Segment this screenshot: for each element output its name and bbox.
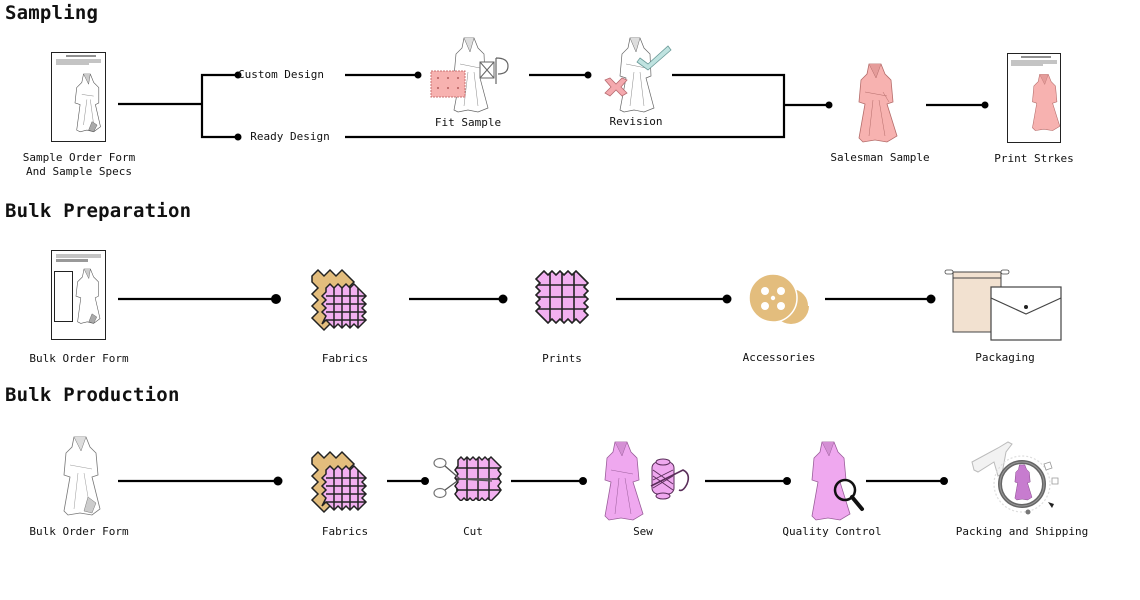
sample-order-form-node[interactable]: [51, 52, 107, 148]
cut-node[interactable]: [432, 455, 506, 505]
bulk-order-form-label: Bulk Order Form: [29, 352, 129, 365]
accessories-node[interactable]: [748, 272, 812, 332]
connector-dot: [825, 101, 833, 109]
bulk-production-order-label: Bulk Order Form: [29, 525, 129, 538]
fabrics-node[interactable]: [308, 266, 376, 336]
custom-design-label[interactable]: Custom Design: [237, 68, 325, 81]
document-dress-sketch-icon: [51, 52, 106, 142]
revision-label: Revision: [609, 115, 663, 128]
sew-label: Sew: [633, 525, 653, 538]
document-dress-sketch-icon: [51, 250, 106, 340]
quality-control-node[interactable]: [810, 440, 870, 526]
dress-magnifier-icon: [811, 441, 864, 521]
salesman-sample-label: Salesman Sample: [830, 151, 930, 164]
sample-order-form-label: Sample Order Form And Sample Specs: [22, 151, 136, 178]
dress-fabric-spool-icon: [430, 37, 509, 113]
connector-dot: [234, 133, 242, 141]
prints-label: Prints: [542, 352, 582, 365]
print-strikes-label: Print Strkes: [994, 152, 1074, 165]
connector-dot: [940, 477, 948, 485]
merge-connector: [345, 73, 786, 139]
connector-dot: [926, 294, 936, 304]
pouch-envelope-icon: [944, 269, 1062, 341]
dress-sketch-icon: [63, 436, 101, 516]
connector-dot: [579, 477, 587, 485]
connector-dot: [584, 71, 592, 79]
packaging-label: Packaging: [975, 351, 1035, 364]
connector-dot: [273, 476, 283, 486]
print-swatch-icon: [534, 269, 590, 325]
fit-sample-node[interactable]: [428, 36, 528, 118]
ready-design-label[interactable]: Ready Design: [250, 130, 330, 143]
fabric-swatches-icon: [310, 268, 368, 332]
bulk-production-order-node[interactable]: [62, 435, 102, 523]
scissors-swatch-icon: [433, 455, 503, 503]
connector-dot: [271, 294, 281, 304]
quality-control-label: Quality Control: [782, 525, 882, 538]
section-title-bulk-preparation: Bulk Preparation: [5, 200, 192, 222]
shipping-clock-icon: [971, 441, 1059, 515]
pink-dress-icon: [858, 63, 898, 143]
salesman-sample-node[interactable]: [857, 62, 899, 148]
production-fabrics-label: Fabrics: [321, 525, 369, 538]
revision-node[interactable]: [600, 36, 675, 118]
connector-dot: [414, 71, 422, 79]
packaging-node[interactable]: [943, 269, 1065, 345]
connector-dot: [722, 294, 732, 304]
fit-sample-label: Fit Sample: [434, 116, 502, 129]
connector-dot: [783, 477, 791, 485]
document-pink-dress-icon: [1007, 53, 1061, 143]
print-strikes-node[interactable]: [1007, 53, 1063, 149]
section-title-sampling: Sampling: [5, 2, 99, 24]
fabrics-label: Fabrics: [321, 352, 369, 365]
connector-dot: [421, 477, 429, 485]
cut-label: Cut: [463, 525, 483, 538]
connector-dot: [981, 101, 989, 109]
branch-connector: [200, 73, 238, 139]
section-title-bulk-production: Bulk Production: [5, 384, 180, 406]
production-fabrics-node[interactable]: [308, 448, 376, 518]
packing-shipping-node[interactable]: [968, 440, 1064, 528]
connector-dot: [498, 294, 508, 304]
fabric-swatches-icon: [310, 450, 368, 514]
accessories-label: Accessories: [742, 351, 816, 364]
prints-node[interactable]: [534, 269, 590, 328]
sew-node[interactable]: [603, 440, 693, 526]
buttons-icon: [748, 273, 810, 325]
packing-shipping-label: Packing and Shipping: [955, 525, 1089, 538]
dress-check-cross-icon: [604, 37, 672, 113]
dress-thread-spool-icon: [604, 441, 690, 521]
bulk-order-form-node[interactable]: [51, 250, 107, 346]
